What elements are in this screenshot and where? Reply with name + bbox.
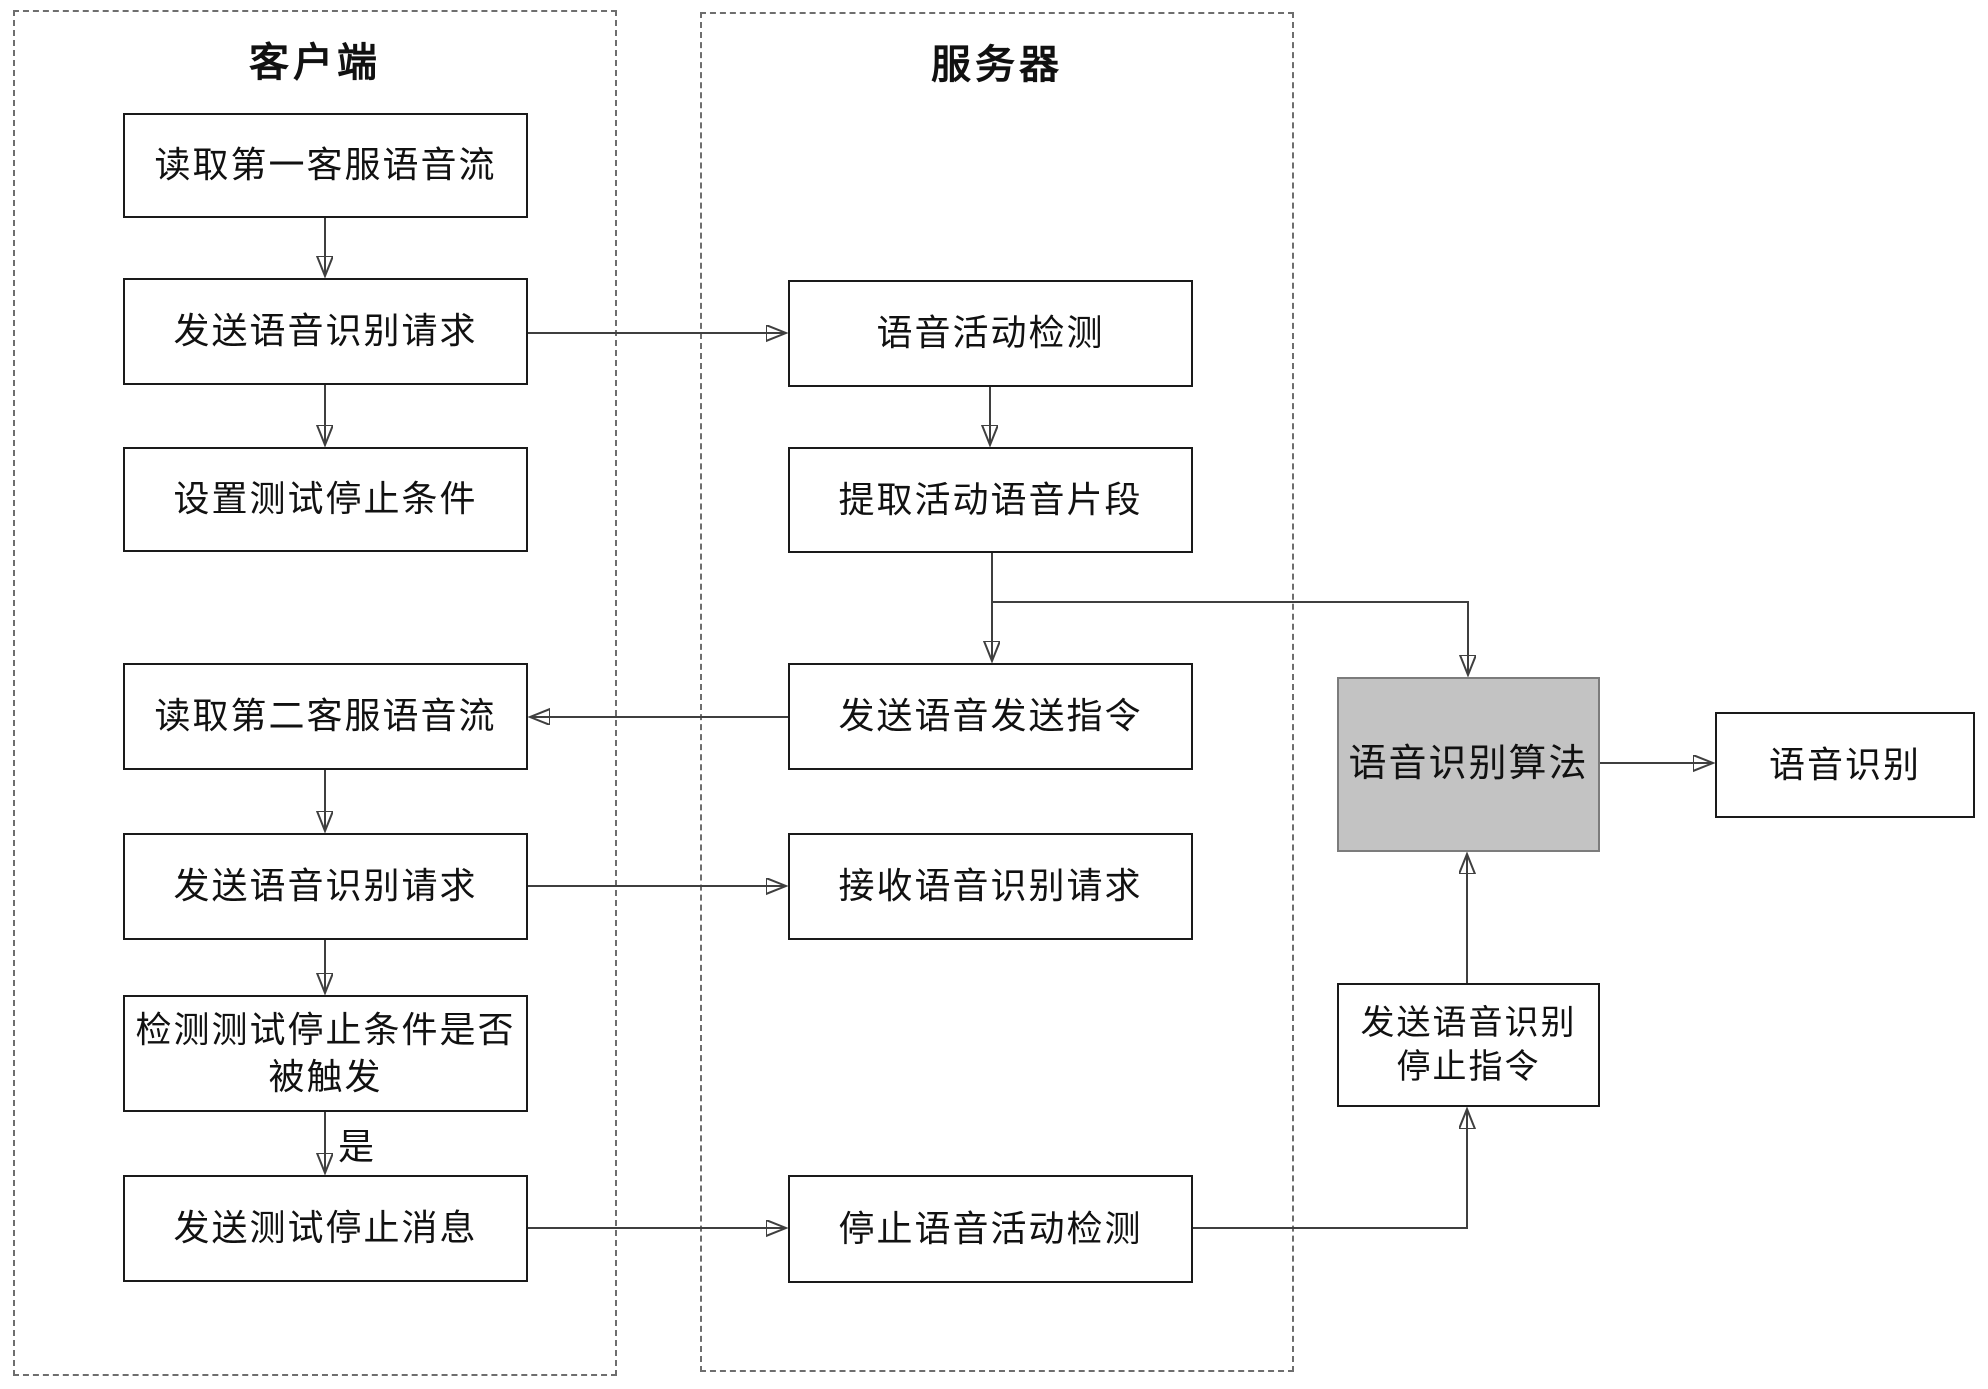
server-lane-title: 服务器 <box>931 43 1063 87</box>
server-lane: 服务器 <box>700 12 1294 1372</box>
node-send-asr-stop-cmd: 发送语音识别 停止指令 <box>1337 983 1600 1107</box>
node-send-asr-request-2: 发送语音识别请求 <box>123 833 528 940</box>
node-send-asr-stop-cmd-line1: 发送语音识别 <box>1360 1003 1577 1042</box>
node-extract-segments: 提取活动语音片段 <box>788 447 1193 553</box>
node-set-stop-condition-label: 设置测试停止条件 <box>173 478 478 520</box>
node-send-stop-message-label: 发送测试停止消息 <box>173 1207 478 1249</box>
node-check-stop-condition-line2: 被触发 <box>268 1055 383 1097</box>
node-vad-label: 语音活动检测 <box>876 312 1105 354</box>
node-send-voice-send-cmd-label: 发送语音发送指令 <box>838 695 1143 737</box>
node-check-stop-condition: 检测测试停止条件是否 被触发 <box>123 995 528 1112</box>
node-send-asr-stop-cmd-line2: 停止指令 <box>1396 1048 1541 1086</box>
node-send-asr-request-2-label: 发送语音识别请求 <box>173 865 478 907</box>
yes-branch-label: 是 <box>338 1126 375 1167</box>
node-extract-segments-label: 提取活动语音片段 <box>838 478 1143 520</box>
node-read-first-stream: 读取第一客服语音流 <box>123 113 528 218</box>
node-send-asr-request-1: 发送语音识别请求 <box>123 278 528 385</box>
node-read-first-stream-label: 读取第一客服语音流 <box>154 144 497 186</box>
node-receive-asr-request-label: 接收语音识别请求 <box>838 865 1143 907</box>
node-asr-result-label: 语音识别 <box>1768 743 1921 785</box>
node-set-stop-condition: 设置测试停止条件 <box>123 447 528 552</box>
node-read-second-stream-label: 读取第二客服语音流 <box>154 695 497 737</box>
node-asr-result: 语音识别 <box>1715 712 1975 818</box>
node-stop-vad: 停止语音活动检测 <box>788 1175 1193 1283</box>
node-asr-algorithm-label: 语音识别算法 <box>1348 742 1589 785</box>
client-lane-title: 客户端 <box>249 41 381 85</box>
node-check-stop-condition-line1: 检测测试停止条件是否 <box>135 1008 516 1050</box>
node-send-voice-send-cmd: 发送语音发送指令 <box>788 663 1193 770</box>
node-asr-algorithm: 语音识别算法 <box>1337 677 1600 852</box>
node-read-second-stream: 读取第二客服语音流 <box>123 663 528 770</box>
node-receive-asr-request: 接收语音识别请求 <box>788 833 1193 940</box>
node-vad: 语音活动检测 <box>788 280 1193 387</box>
arrow-stop-vad-to-stop-cmd <box>1193 1111 1467 1229</box>
node-send-stop-message: 发送测试停止消息 <box>123 1175 528 1282</box>
arrow-extract-branch-to-algorithm <box>992 601 1468 673</box>
client-lane: 客户端 <box>13 10 617 1376</box>
node-stop-vad-label: 停止语音活动检测 <box>838 1207 1143 1249</box>
node-send-asr-request-1-label: 发送语音识别请求 <box>173 310 478 352</box>
